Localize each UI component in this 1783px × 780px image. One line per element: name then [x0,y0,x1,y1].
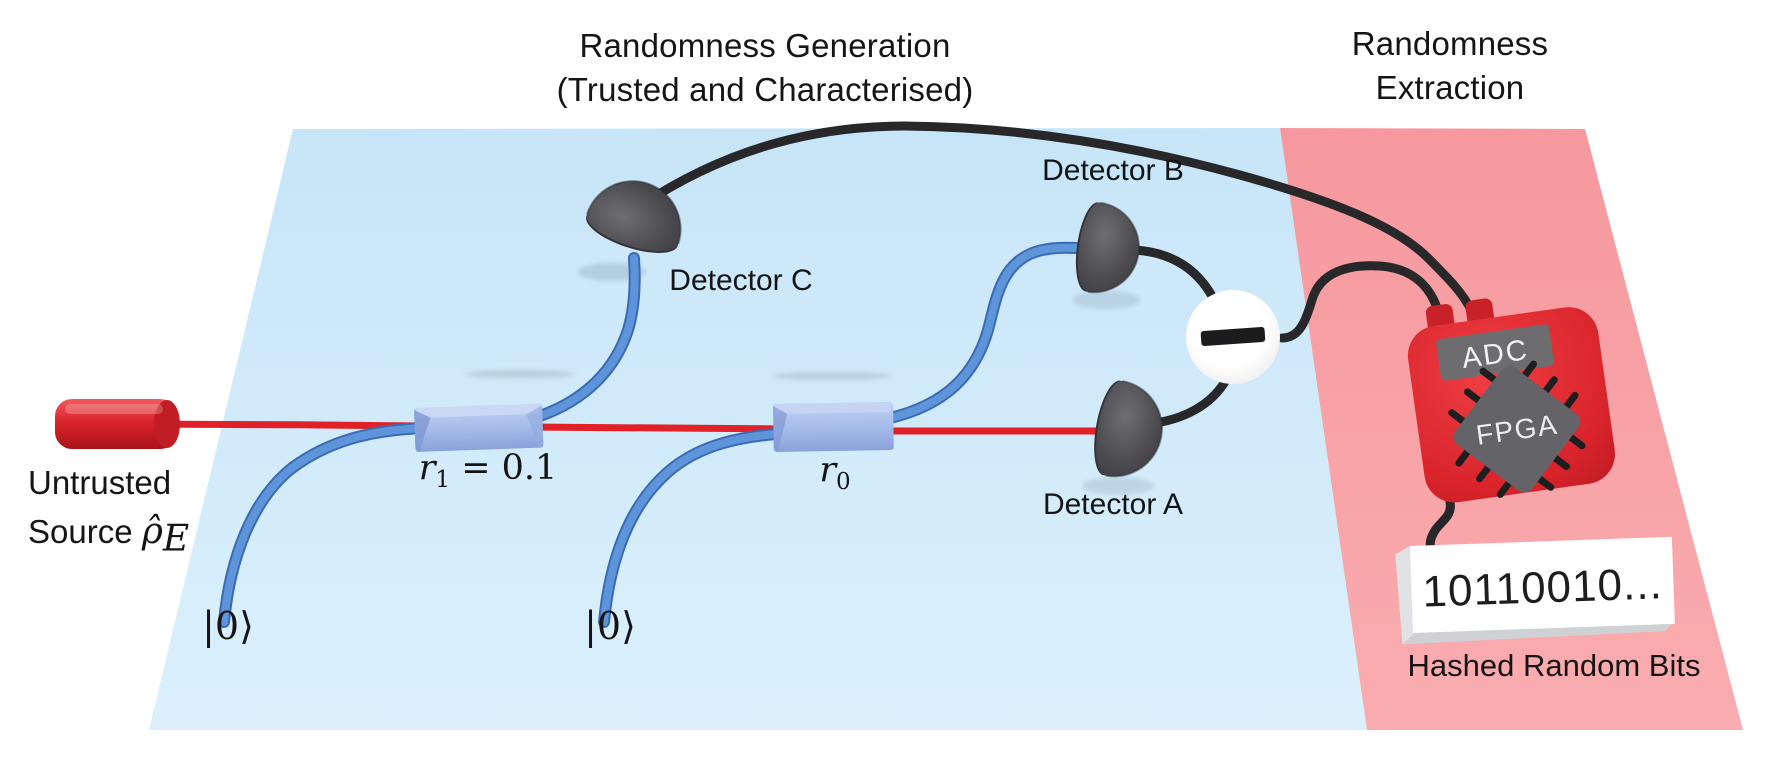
untrusted-source-laser [55,399,180,449]
source-word: Source [28,513,133,550]
vacuum-ket-left: |0⟩ [202,604,254,648]
hashed-random-bits-label: Hashed Random Bits [1407,648,1701,683]
generation-title-line1: Randomness Generation [579,27,951,64]
beam-splitter-2-label: r0 [793,450,877,495]
detector-a-label: Detector A [1042,488,1184,521]
detector-a-dome [1094,380,1163,478]
r0-symbol: r [819,450,837,490]
bits-text: 10110010... [1422,559,1664,616]
hashed-bits-tile: 10110010... [1395,536,1675,645]
adc-label-plate: ADC [1436,324,1554,381]
vacuum-ket-right: |0⟩ [584,604,636,648]
r1-value: = 0.1 [450,448,558,488]
detector-b-label: Detector B [1042,154,1184,187]
detector-c-dome [586,180,682,253]
extraction-title-line2: Extraction [1375,69,1525,106]
minus-icon [1200,326,1266,347]
source-label-line1: Untrusted [28,464,172,501]
cable-detector-c-to-adc [635,121,1477,317]
cable-detector-b-to-subtractor [1129,245,1217,301]
extraction-title: Randomness Extraction [1290,22,1610,110]
detector-shadow [1082,477,1154,495]
blue-fibers [218,241,1106,628]
adc-fpga-device: ADC FPGA [1407,298,1616,503]
generation-title: Randomness Generation (Trusted and Chara… [465,24,1065,112]
reflection-streak [465,370,575,378]
subtractor-node [1186,290,1280,384]
rho-subscript: E [162,518,190,560]
r1-subscript: 1 [435,467,451,493]
source-label-line2: Source ρ̂E [28,507,189,564]
untrusted-source-label: Untrusted Source ρ̂E [28,458,189,564]
cable-subtractor-to-adc [1277,261,1445,343]
beam-splitter-2 [773,401,894,452]
beam-splitter-1 [414,403,544,452]
rho-hat-symbol: ρ̂ [141,511,163,552]
detector-c-label: Detector C [669,264,813,297]
generation-title-line2: (Trusted and Characterised) [556,71,974,108]
extraction-title-line1: Randomness [1351,25,1549,62]
beam-splitter-1-label: r1 = 0.1 [398,448,578,493]
r1-symbol: r [418,448,436,488]
reflection-streak [772,372,892,380]
r0-subscript: 0 [836,469,851,495]
detector-b-dome [1075,201,1140,294]
fpga-chip: FPGA [1448,360,1586,498]
detector-shadow [1072,291,1140,309]
